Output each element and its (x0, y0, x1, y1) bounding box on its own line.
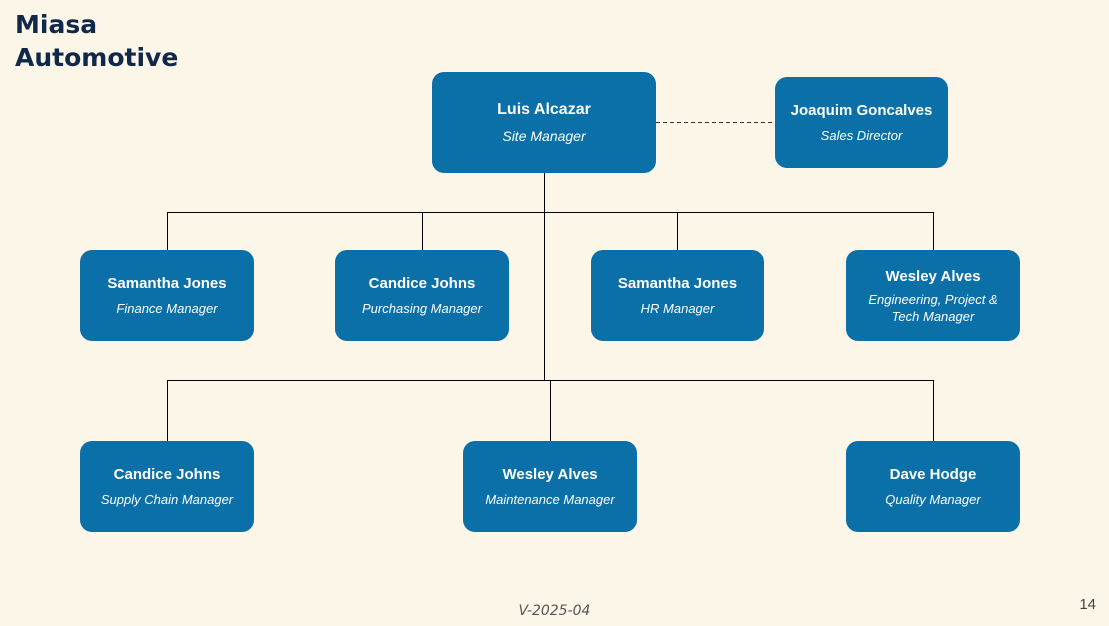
org-node-hr-manager: Samantha Jones HR Manager (591, 250, 764, 341)
company-title: Miasa Automotive (15, 8, 178, 74)
org-node-sales-director: Joaquim Goncalves Sales Director (775, 77, 948, 168)
node-name: Candice Johns (113, 466, 221, 483)
node-role: Sales Director (820, 128, 903, 143)
node-role: Supply Chain Manager (100, 492, 234, 507)
node-name: Samantha Jones (617, 275, 738, 292)
node-role: Finance Manager (116, 301, 218, 316)
node-role: Engineering, Project & Tech Manager (868, 291, 998, 324)
node-role: Maintenance Manager (485, 492, 615, 507)
org-node-maintenance-manager: Wesley Alves Maintenance Manager (463, 441, 637, 532)
node-name: Joaquim Goncalves (790, 102, 933, 119)
org-node-finance-manager: Samantha Jones Finance Manager (80, 250, 254, 341)
node-name: Dave Hodge (889, 466, 977, 483)
node-name: Samantha Jones (107, 275, 227, 292)
node-name: Candice Johns (368, 275, 476, 292)
version-label: V-2025-04 (518, 603, 591, 619)
page-number: 14 (1079, 596, 1096, 613)
node-name: Wesley Alves (502, 466, 598, 483)
node-role: Quality Manager (885, 492, 981, 507)
company-title-line-2: Automotive (15, 43, 179, 72)
org-node-quality-manager: Dave Hodge Quality Manager (846, 441, 1020, 532)
node-role: HR Manager (640, 301, 715, 316)
org-node-engineering-manager: Wesley Alves Engineering, Project & Tech… (846, 250, 1020, 341)
node-name: Luis Alcazar (497, 101, 591, 118)
node-name: Wesley Alves (885, 267, 981, 285)
node-role: Purchasing Manager (362, 301, 482, 316)
org-node-site-manager: Luis Alcazar Site Manager (432, 72, 656, 173)
org-node-purchasing-manager: Candice Johns Purchasing Manager (335, 250, 509, 341)
org-node-supply-chain-manager: Candice Johns Supply Chain Manager (80, 441, 254, 532)
company-title-line-1: Miasa (15, 10, 98, 39)
node-role: Site Manager (502, 128, 586, 144)
